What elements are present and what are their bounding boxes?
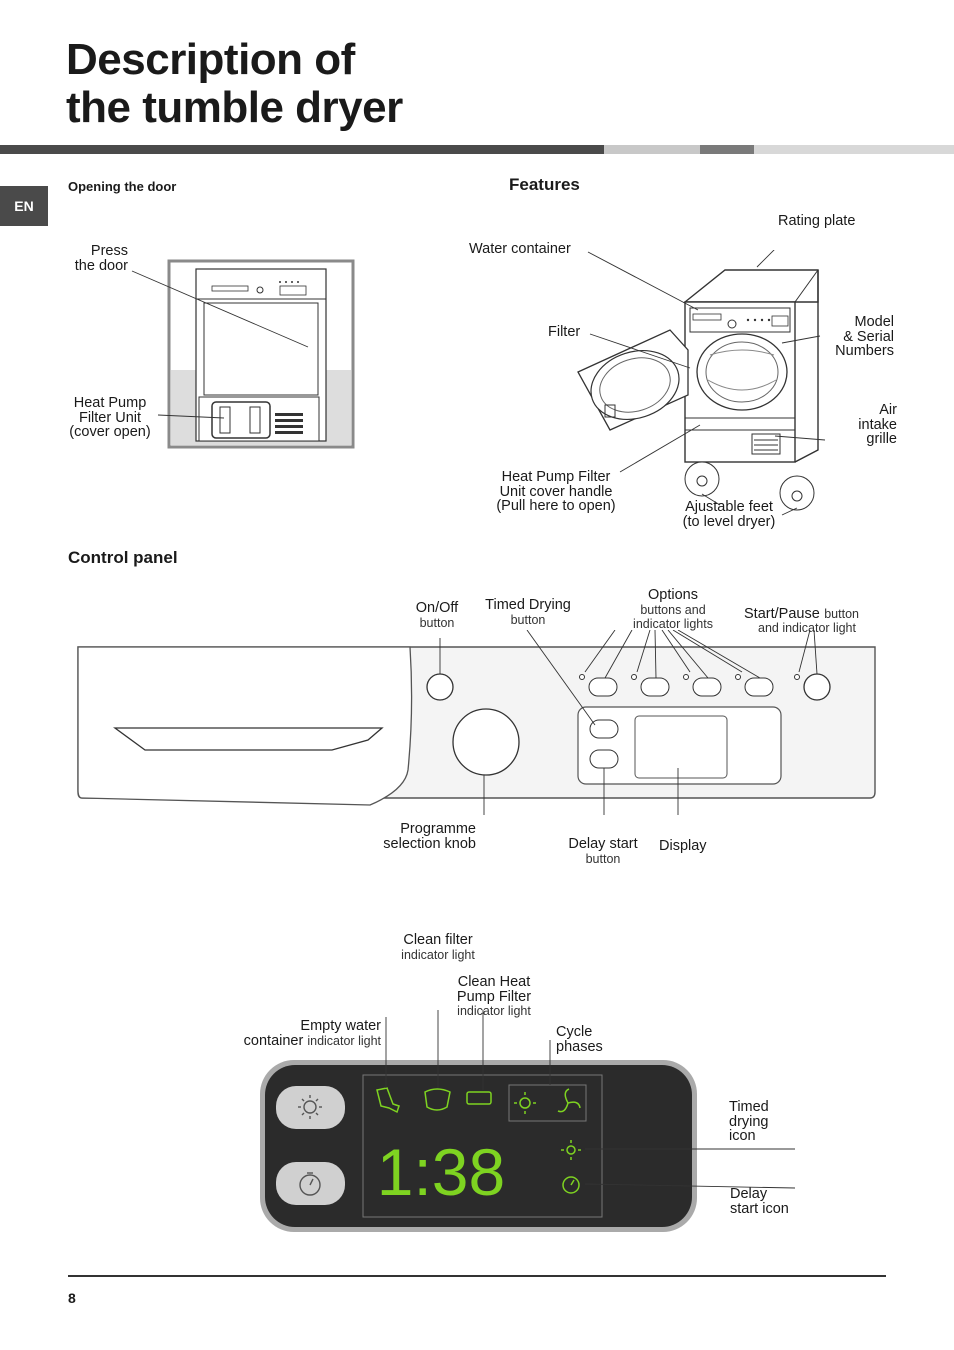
- clean-heat-pump-label: Clean Heat Pump Filter indicator light: [456, 974, 532, 1018]
- timed-drying-label: Timed Drying button: [485, 597, 571, 627]
- display-detail-illustration: 1:38: [260, 1010, 796, 1232]
- page-number: 8: [68, 1290, 76, 1306]
- language-tab-label: EN: [14, 198, 34, 214]
- programme-knob-label: Programme selection knob: [383, 821, 476, 852]
- cycle-phases-label: Cycle phases: [556, 1024, 603, 1055]
- title-line-1: Description of: [66, 35, 355, 84]
- delay-start-label: Delay start button: [568, 836, 638, 866]
- rating-plate-label: Rating plate: [778, 213, 856, 229]
- heat-pump-filter-unit-label: Heat Pump Filter Unit (cover open): [69, 395, 151, 440]
- door-illustration: [131, 259, 355, 449]
- page-title: Description of the tumble dryer: [66, 36, 403, 132]
- start-pause-label: Start/Pause button: [744, 606, 859, 622]
- heat-pump-filter-icon: [466, 1091, 492, 1105]
- clean-filter-label: Clean filter indicator light: [401, 932, 475, 962]
- features-heading: Features: [509, 175, 580, 194]
- features-illustration: [577, 250, 826, 516]
- timed-drying-icon-label: Timed drying icon: [729, 1099, 769, 1144]
- options-label: Options buttons and indicator lights: [633, 587, 713, 631]
- start-pause-sub: and indicator light: [758, 621, 856, 635]
- timer-button-icon: [299, 1172, 321, 1196]
- display-label: Display: [659, 838, 707, 854]
- filter-label: Filter: [548, 324, 581, 340]
- title-line-2: the tumble dryer: [66, 83, 403, 132]
- cycle-sun-icon: [514, 1092, 536, 1114]
- cycle-fan-icon: [557, 1088, 581, 1113]
- adjustable-feet-label: Ajustable feet (to level dryer): [682, 499, 776, 530]
- model-serial-label: Model & Serial Numbers: [835, 314, 894, 359]
- clean-filter-icon: [424, 1088, 451, 1111]
- control-panel-illustration: [77, 630, 876, 815]
- empty-water-label: Empty water container indicator light: [243, 1018, 381, 1049]
- delay-start-icon-label: Delay start icon: [730, 1186, 789, 1217]
- sun-button-icon: [298, 1095, 322, 1119]
- on-off-label: On/Off button: [415, 600, 459, 630]
- control-panel-heading: Control panel: [68, 548, 178, 567]
- language-tab: EN: [0, 186, 48, 226]
- footer-rule: [68, 1275, 886, 1277]
- delay-start-icon: [562, 1176, 580, 1194]
- air-intake-label: Air intake grille: [858, 402, 897, 447]
- header-bar: [0, 145, 954, 154]
- water-container-label: Water container: [469, 241, 571, 257]
- door-heading: Opening the door: [68, 179, 177, 194]
- time-readout: 1:38: [377, 1135, 505, 1209]
- press-door-label: Press the door: [74, 243, 128, 274]
- water-container-icon: [376, 1087, 400, 1114]
- timed-drying-icon: [561, 1140, 581, 1160]
- heat-pump-handle-label: Heat Pump Filter Unit cover handle (Pull…: [496, 469, 616, 514]
